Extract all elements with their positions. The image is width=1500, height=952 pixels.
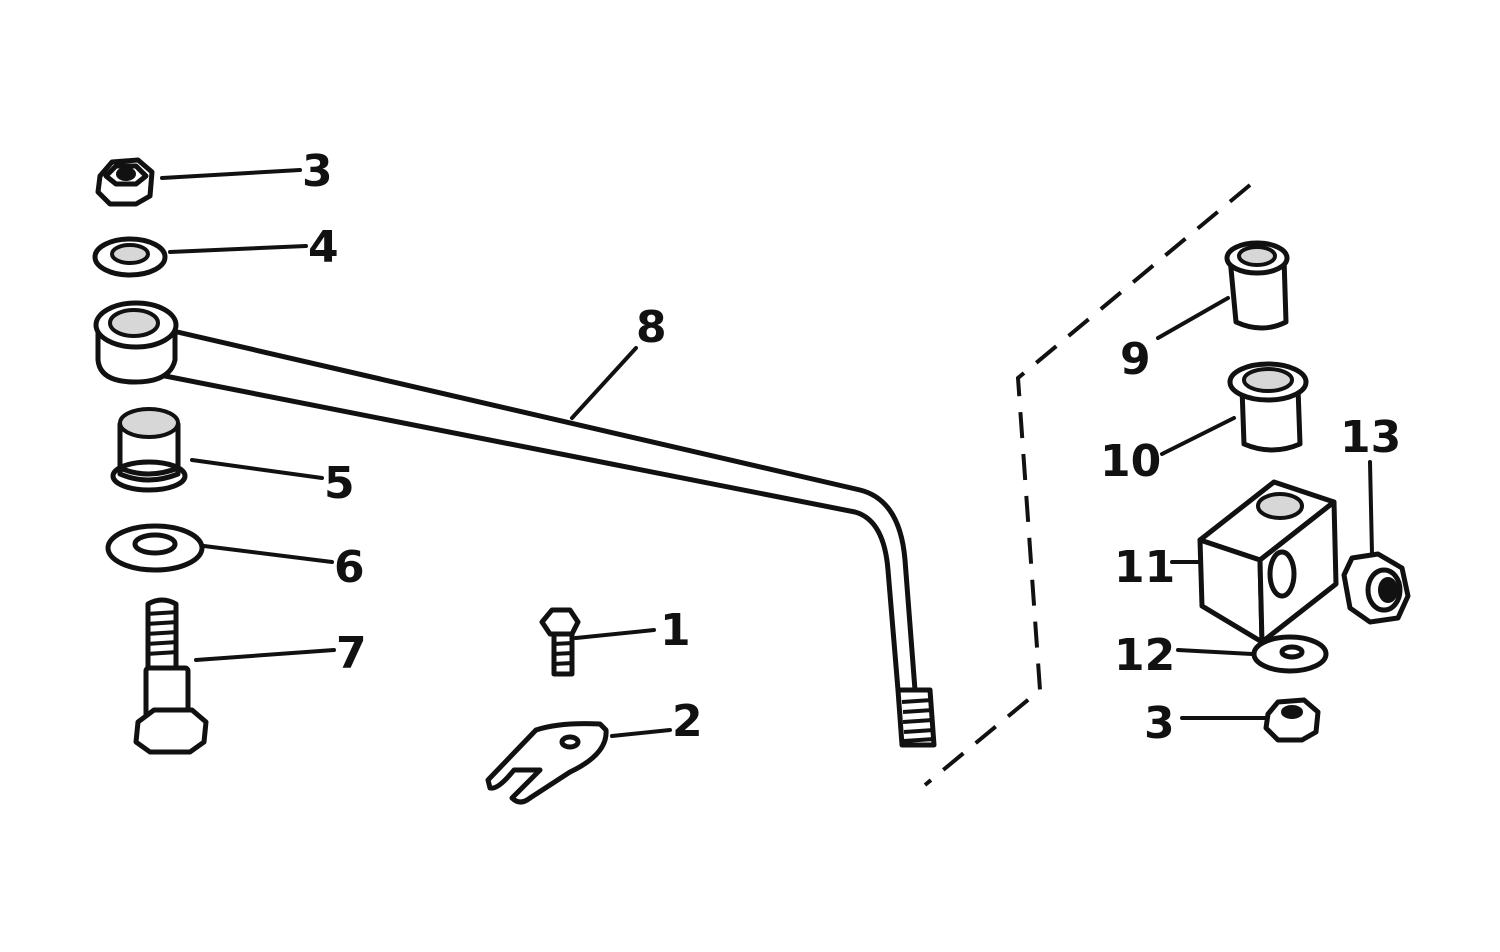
callout-3-bottom: 3 <box>1144 698 1175 749</box>
bushing-part-9 <box>1224 240 1290 331</box>
steering-link-rod-part-8 <box>93 300 937 748</box>
callout-12: 12 <box>1114 630 1175 681</box>
bushing-part-5 <box>110 407 188 493</box>
callout-5: 5 <box>324 458 355 509</box>
callout-10: 10 <box>1100 436 1161 487</box>
shoulder-bolt-part-7 <box>133 597 209 755</box>
callout-9: 9 <box>1120 334 1151 385</box>
leader-lines <box>160 168 1374 738</box>
swivel-block-part-11 <box>1197 479 1339 645</box>
callout-2: 2 <box>672 696 703 747</box>
callout-1: 1 <box>660 605 691 656</box>
callout-13: 13 <box>1340 412 1401 463</box>
washer-part-6 <box>105 523 205 573</box>
callout-6: 6 <box>334 542 365 593</box>
lock-nut-part-13 <box>1341 551 1411 625</box>
callout-7: 7 <box>336 628 367 679</box>
washer-part-4 <box>92 236 168 278</box>
washer-part-12 <box>1251 634 1329 674</box>
callout-3-top: 3 <box>302 146 333 197</box>
callout-8: 8 <box>636 302 667 353</box>
callout-11: 11 <box>1114 542 1175 593</box>
assembly-group-outline <box>923 183 1252 787</box>
slotted-shim-part-2 <box>485 721 609 805</box>
hex-nut-part-3-bottom <box>1263 697 1321 743</box>
small-bolt-part-1 <box>539 607 581 677</box>
hex-nut-part-3-top <box>95 157 155 207</box>
callout-4: 4 <box>308 222 339 273</box>
flanged-bushing-part-10 <box>1227 361 1309 453</box>
